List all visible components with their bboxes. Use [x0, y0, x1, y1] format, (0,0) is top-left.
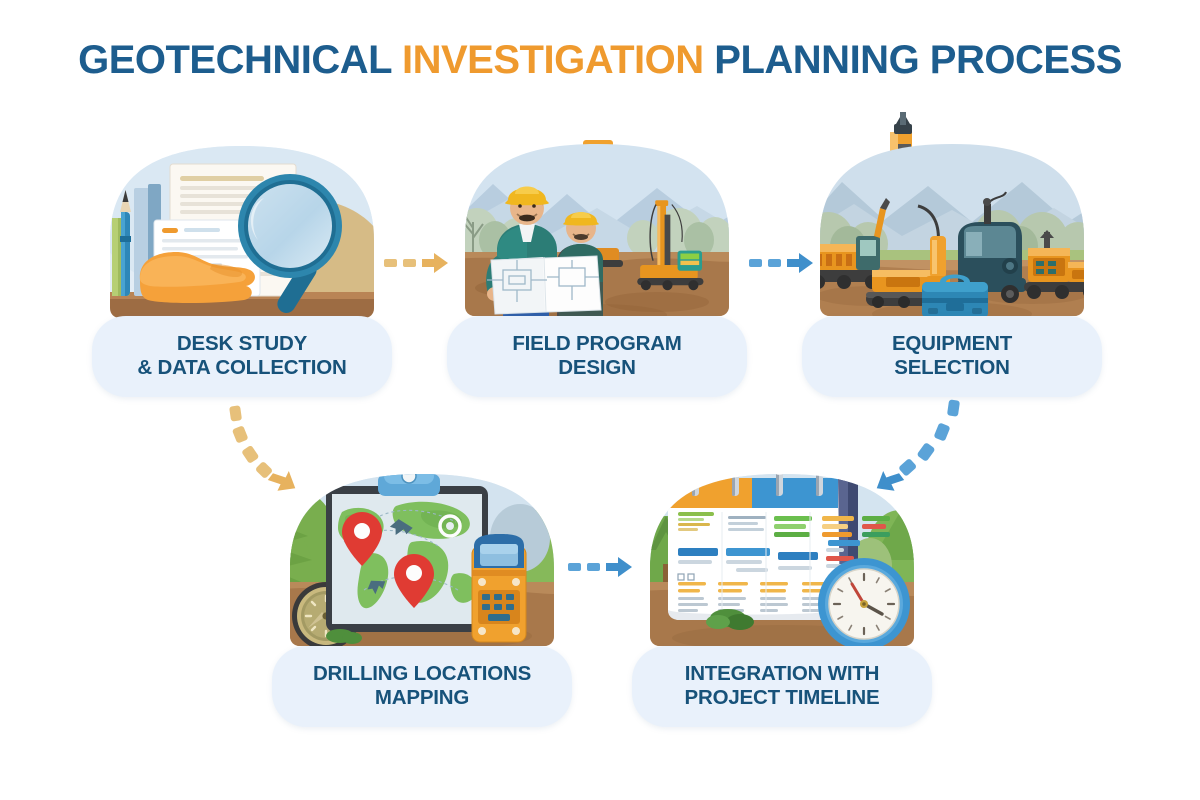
step-label-line-2: DESIGN	[558, 356, 636, 380]
step-label-line-2: MAPPING	[374, 686, 470, 710]
step-label-line-1: EQUIPMENT	[891, 332, 1013, 355]
title-part-1: GEOTECHNICAL	[78, 38, 392, 82]
step-card-desk-study[interactable]: DESK STUDY & DATA COLLECTION	[82, 140, 402, 398]
arrow-step1-to-step4	[196, 400, 306, 505]
drilling-mapping-illustration	[272, 450, 572, 660]
step-label-drilling-mapping: DRILLING LOCATIONS MAPPING	[272, 646, 572, 728]
step-label-line-2: PROJECT TIMELINE	[684, 686, 880, 710]
step-card-equipment-selection[interactable]: EQUIPMENT SELECTION	[792, 110, 1112, 398]
equipment-selection-illustration	[802, 110, 1102, 330]
step-label-line-1: DESK STUDY	[176, 332, 308, 355]
step-label-line-2: SELECTION	[894, 356, 1010, 380]
step-label-line-1: INTEGRATION WITH	[684, 662, 880, 685]
step-label-line-1: FIELD PROGRAM	[512, 332, 682, 355]
desk-study-illustration	[92, 140, 392, 330]
arrow-step4-to-step5	[568, 552, 638, 587]
step-label-project-timeline: INTEGRATION WITH PROJECT TIMELINE	[632, 646, 932, 728]
step-label-desk-study: DESK STUDY & DATA COLLECTION	[92, 316, 392, 398]
project-timeline-illustration	[632, 450, 932, 660]
step-card-project-timeline[interactable]: INTEGRATION WITH PROJECT TIMELINE	[622, 450, 942, 728]
field-program-illustration	[447, 110, 747, 330]
arrow-step3-to-step5	[876, 392, 986, 507]
page-title: GEOTECHNICAL INVESTIGATION PLANNING PROC…	[0, 38, 1200, 83]
step-card-field-program[interactable]: FIELD PROGRAM DESIGN	[437, 110, 757, 398]
step-label-field-program: FIELD PROGRAM DESIGN	[447, 316, 747, 398]
step-card-drilling-mapping[interactable]: DRILLING LOCATIONS MAPPING	[262, 450, 582, 728]
title-part-3: PLANNING PROCESS	[714, 38, 1122, 82]
step-label-line-2: & DATA COLLECTION	[137, 356, 347, 380]
arrow-step2-to-step3	[749, 248, 819, 283]
arrow-step1-to-step2	[384, 248, 454, 283]
step-label-line-1: DRILLING LOCATIONS	[312, 662, 532, 685]
step-label-equipment-selection: EQUIPMENT SELECTION	[802, 316, 1102, 398]
title-part-2: INVESTIGATION	[402, 38, 704, 82]
